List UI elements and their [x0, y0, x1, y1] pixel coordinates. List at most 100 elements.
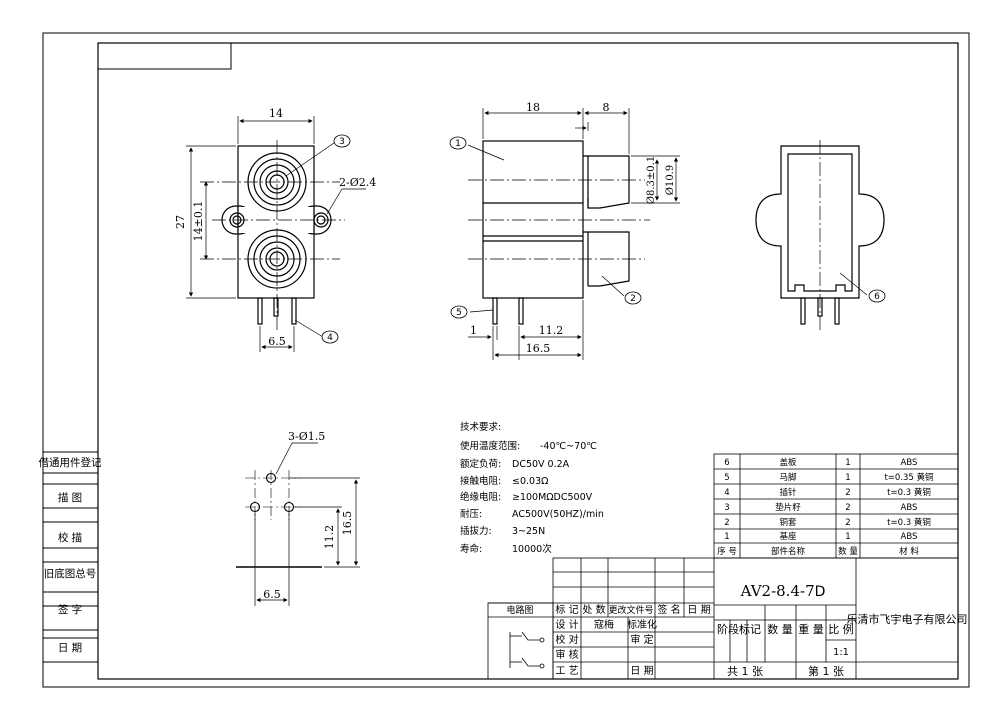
review-label: 审 核: [555, 648, 578, 661]
rev-header: 日 期: [687, 604, 710, 616]
bom-cell: t=0.3 黄铜: [887, 487, 931, 498]
side-label: 日 期: [58, 642, 82, 654]
circuit-label: 电路图: [506, 604, 533, 616]
pcb-dimensions: [254, 442, 360, 606]
tech-title: 技术要求:: [460, 421, 501, 433]
callout-1: 1: [455, 139, 461, 149]
tech-value: ≥100MΩDC500V: [512, 492, 593, 503]
designer-name: 寇梅: [594, 618, 614, 631]
bom-cell: 铜套: [779, 517, 797, 528]
callout-6: 6: [874, 292, 880, 302]
bom-cell: t=0.35 黄铜: [884, 472, 933, 483]
side-centerlines: [468, 179, 650, 260]
bom-cell: ABS: [901, 458, 918, 468]
tech-label: 耐压:: [460, 508, 482, 520]
bom-cell: 盖板: [779, 457, 797, 468]
dim-pcb-holes: 3-Ø1.5: [288, 430, 325, 443]
bom-table: [713, 453, 959, 559]
tech-value: 10000次: [512, 543, 552, 555]
qty-label: 数 量: [767, 623, 793, 636]
bom-cell: t=0.3 黄铜: [887, 517, 931, 528]
bom-cell: 2: [724, 518, 729, 528]
bom-cell: 1: [845, 473, 850, 483]
tech-value: ≤0.03Ω: [512, 476, 548, 487]
dim-front-pin-spacing: 6.5: [268, 335, 286, 348]
pcb-centerlines: [245, 470, 300, 520]
check-label: 校 对: [555, 633, 578, 646]
bom-cell: 2: [845, 518, 850, 528]
dim-mount-holes: 2-Ø2.4: [339, 176, 376, 189]
tech-value: AC500V(50HZ)/min: [512, 509, 604, 520]
callouts: [321, 134, 886, 344]
tech-value: 3~25N: [512, 526, 545, 537]
dim-front-height: 27: [174, 215, 187, 229]
dim-side-total: 16.5: [526, 342, 551, 355]
bom-cell: 6: [724, 458, 729, 468]
sheet-frame: [42, 32, 970, 688]
front-dim-labels: 14 27 14±0.1 2-Ø2.4 6.5: [174, 107, 376, 348]
tech-label: 插拔力:: [460, 525, 492, 537]
rev-header: 标 记: [555, 604, 578, 616]
front-view: [221, 145, 332, 325]
tech-label: 额定负荷:: [460, 458, 501, 470]
callout-2: 2: [630, 294, 636, 304]
callout-4: 4: [327, 333, 333, 343]
callout-5: 5: [456, 308, 462, 318]
bom-cell: 2: [845, 503, 850, 513]
design-label: 设 计: [555, 618, 578, 631]
bom-cell: 1: [845, 458, 850, 468]
bom-cell: 4: [724, 488, 729, 498]
dim-pcb-x: 6.5: [263, 588, 281, 601]
dim-pcb-y2: 16.5: [341, 511, 354, 536]
title-block: [487, 557, 959, 680]
side-label: 校 描: [58, 531, 82, 544]
bom-header: 材 料: [899, 546, 919, 557]
tech-requirements: 技术要求: 使用温度范围: -40℃~70℃ 额定负荷: DC50V 0.2A …: [460, 421, 604, 555]
total-sheets: 共 1 张: [727, 665, 763, 678]
bom-cell: 2: [845, 488, 850, 498]
rev-header: 更改文件号: [608, 604, 653, 616]
company-name: 乐清市飞宇电子有限公司: [847, 612, 968, 626]
dim-jack-length: 8: [603, 101, 610, 114]
bom-cell: 马脚: [779, 472, 796, 483]
front-dimensions: [186, 116, 366, 352]
tech-label: 接触电阻:: [460, 475, 501, 487]
tech-label: 使用温度范围:: [460, 440, 520, 452]
sheet-no: 第 1 张: [808, 664, 844, 678]
tech-label: 寿命:: [460, 543, 482, 555]
tech-value: DC50V 0.2A: [512, 459, 570, 470]
dim-body-depth: 18: [526, 101, 540, 114]
bom-cell: 插针: [779, 487, 797, 498]
tech-value: -40℃~70℃: [540, 441, 597, 452]
side-view: [482, 140, 630, 325]
dim-center-spacing: 14±0.1: [192, 201, 205, 242]
tech-label: 绝缘电阻:: [460, 491, 501, 503]
bom-cell: 1: [724, 532, 729, 542]
bom-header: 部件名称: [771, 546, 806, 557]
side-dimensions: [467, 108, 680, 360]
rev-header: 签 名: [657, 603, 680, 616]
side-label: 旧底图总号: [44, 567, 97, 580]
front-centerlines: [200, 140, 345, 332]
bom-cell: 5: [724, 473, 729, 483]
bom-cell: ABS: [901, 532, 918, 542]
side-labels: 借通用件登记 描 图 校 描 旧底图总号 签 字 日 期: [39, 456, 102, 654]
bom-cell: 3: [724, 503, 729, 513]
process-label: 工 艺: [555, 665, 578, 677]
pcb-layout: [236, 472, 322, 568]
side-label: 借通用件登记: [39, 456, 102, 469]
bom-header: 序 号: [717, 546, 737, 557]
dim-pin-dist: 11.2: [539, 324, 564, 337]
scale-value: 1:1: [833, 647, 849, 658]
rev-header: 处 数: [582, 603, 605, 616]
weight-label: 重 量: [798, 622, 824, 636]
date-label: 日 期: [630, 665, 653, 677]
stage-label: 阶段标记: [717, 622, 761, 636]
dim-jack-dia-outer: Ø10.9: [665, 165, 676, 195]
bom-cells: 6 盖板 1 ABS 5 马脚 1 t=0.35 黄铜 4 插针 2 t=0.3…: [717, 457, 933, 557]
bom-cell: 基座: [779, 531, 797, 542]
side-label: 描 图: [58, 491, 82, 504]
rear-view: [755, 145, 885, 325]
side-label: 签 字: [58, 603, 82, 616]
